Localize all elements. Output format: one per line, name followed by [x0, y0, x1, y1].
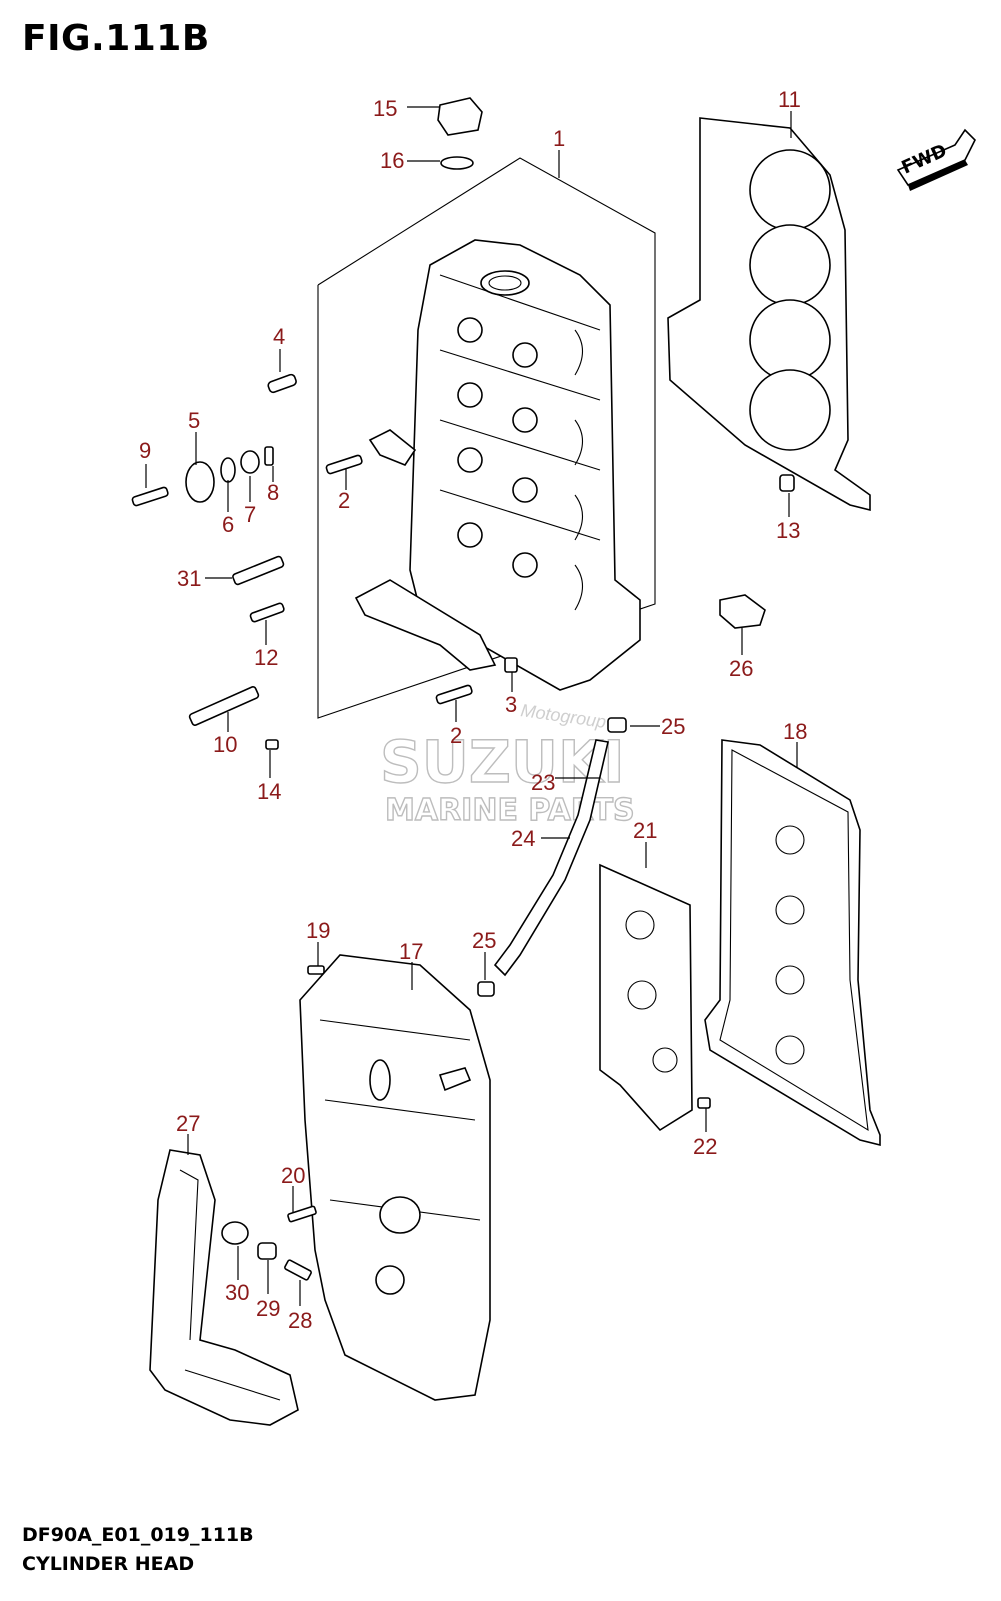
callout-18: 18: [783, 719, 807, 744]
callout-15: 15: [373, 96, 397, 121]
callout-29: 29: [256, 1296, 280, 1321]
callout-28: 28: [288, 1308, 312, 1333]
head-gasket: [667, 117, 871, 512]
small-parts: [131, 97, 795, 1281]
callout-11: 11: [778, 87, 801, 112]
cover-gasket: [704, 739, 881, 1147]
callout-24: 24: [511, 826, 535, 851]
callout-5: 5: [188, 408, 200, 433]
breather-hose: [493, 739, 609, 977]
diagram-subtitle: CYLINDER HEAD: [22, 1553, 195, 1575]
gasket-plate: [599, 863, 693, 1132]
figure-title: FIG.111B: [22, 18, 210, 59]
callout-9: 9: [139, 438, 151, 463]
callout-8: 8: [267, 480, 279, 505]
callout-6: 6: [222, 512, 234, 537]
callout-26: 26: [729, 656, 753, 681]
callout-7: 7: [244, 502, 256, 527]
callout-12: 12: [254, 645, 278, 670]
callout-19: 19: [306, 918, 330, 943]
callout-20: 20: [281, 1163, 305, 1188]
leader-lines: [145, 106, 798, 1306]
callout-25-lower: 25: [472, 928, 496, 953]
callout-23: 23: [531, 770, 555, 795]
callout-21: 21: [633, 818, 657, 843]
cylinder-head-cover: [299, 954, 491, 1401]
callout-25-upper: 25: [661, 714, 685, 739]
fwd-arrow-badge: FWD: [896, 128, 976, 191]
callout-31: 31: [177, 566, 201, 591]
callout-10: 10: [213, 732, 237, 757]
callout-2-lower: 2: [450, 723, 462, 748]
cylinder-head-frame: [317, 157, 656, 719]
callout-2-upper: 2: [338, 488, 350, 513]
callout-27: 27: [176, 1111, 200, 1136]
callout-16: 16: [380, 148, 404, 173]
watermark-brand: SUZUKI: [380, 728, 625, 796]
callout-30: 30: [225, 1280, 249, 1305]
callout-17: 17: [399, 939, 423, 964]
callout-4: 4: [273, 324, 285, 349]
watermark-line2: MARINE PARTS: [385, 793, 635, 828]
cylinder-head: [409, 239, 641, 691]
callout-14: 14: [257, 779, 281, 804]
diagram-code: DF90A_E01_019_111B: [22, 1524, 254, 1546]
side-cover: [149, 1149, 299, 1426]
callout-1: 1: [553, 126, 565, 151]
callout-13: 13: [776, 518, 800, 543]
callout-22: 22: [693, 1134, 717, 1159]
callouts: 1 2 2 3 4 5 6 7 8 9 10 11 12 13 14 15 16…: [139, 87, 807, 1333]
callout-3: 3: [505, 692, 517, 717]
